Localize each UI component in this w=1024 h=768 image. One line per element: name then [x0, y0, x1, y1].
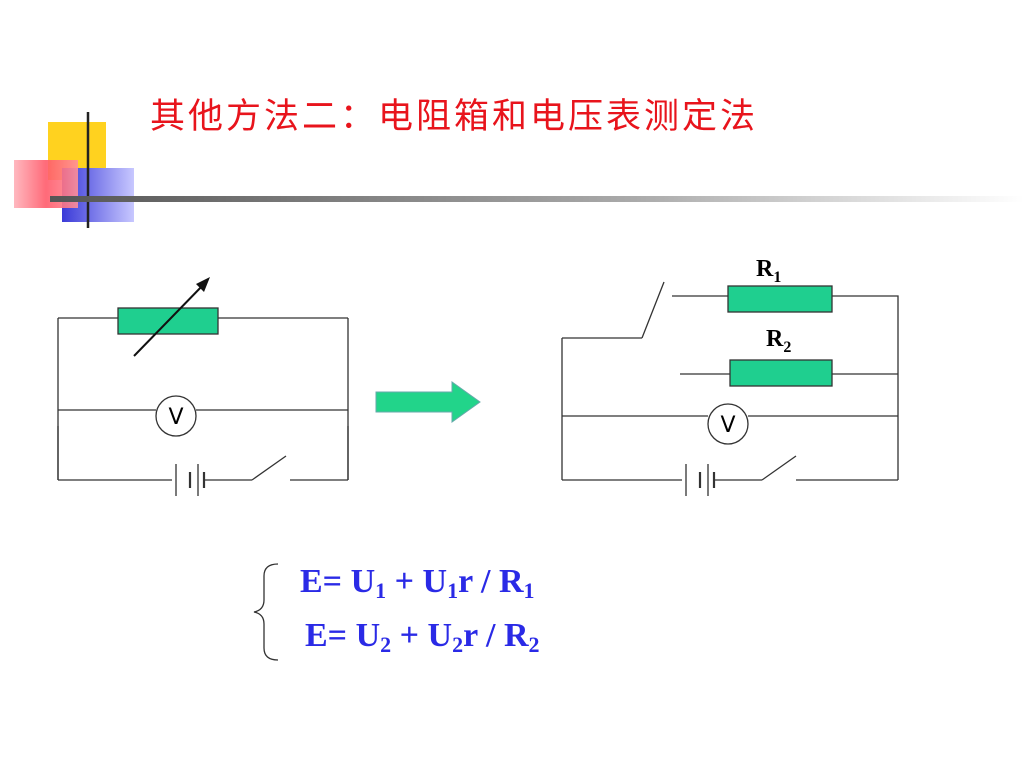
left-battery [175, 464, 206, 496]
equation-1: E= U1 + U1r / R1 [300, 562, 535, 602]
right-resistor-r1 [727, 285, 833, 313]
eq2-plus: + [399, 617, 419, 654]
right-circuit [561, 295, 899, 481]
left-voltmeter [155, 395, 197, 437]
resistor-r2-letter: R [766, 326, 784, 352]
eq2-u1-sub: 2 [380, 632, 392, 657]
resistor-r1-sub: 1 [773, 269, 781, 286]
right-switch [761, 455, 797, 481]
eq2-lhs: E= [305, 617, 348, 654]
header-rule [50, 196, 1024, 202]
eq1-rest: r / R [458, 563, 524, 600]
eq1-u2: U [422, 563, 448, 600]
resistor-r2-label: R2 [766, 326, 791, 356]
left-voltmeter-label: V [168, 405, 183, 430]
eq2-u2: U [427, 617, 453, 654]
left-variable-arrow-head [196, 277, 210, 292]
left-variable-arrow-shaft [133, 281, 207, 357]
eq1-u2-sub: 1 [447, 578, 459, 603]
decorative-corner-graphic [14, 112, 1024, 228]
resistor-r1-label: R1 [756, 256, 781, 286]
eq1-u1-sub: 1 [375, 578, 387, 603]
eq1-r-sub: 1 [523, 578, 535, 603]
eq2-u1: U [355, 617, 381, 654]
resistor-r1-letter: R [756, 256, 774, 282]
eq1-plus: + [394, 563, 414, 600]
right-selector-switch [641, 281, 665, 339]
right-wire-upper [672, 295, 899, 480]
eq2-u2-sub: 2 [452, 632, 464, 657]
right-resistor-r2 [729, 359, 833, 387]
equation-2: E= U2 + U2r / R2 [305, 616, 540, 656]
eq1-lhs: E= [300, 563, 343, 600]
transition-arrow [375, 381, 481, 423]
right-voltmeter-label: V [720, 413, 735, 438]
left-switch [251, 455, 287, 481]
equation-brace [253, 563, 279, 661]
left-circuit [57, 317, 349, 481]
eq2-rest: r / R [463, 617, 529, 654]
eq1-u1: U [350, 563, 376, 600]
resistor-r2-sub: 2 [783, 339, 791, 356]
eq2-r-sub: 2 [528, 632, 540, 657]
slide-title: 其他方法二：电阻箱和电压表测定法 [150, 97, 759, 137]
right-battery [685, 464, 716, 496]
left-wire-inner [57, 426, 349, 480]
right-wire-left [561, 337, 642, 480]
right-voltmeter [707, 403, 749, 445]
